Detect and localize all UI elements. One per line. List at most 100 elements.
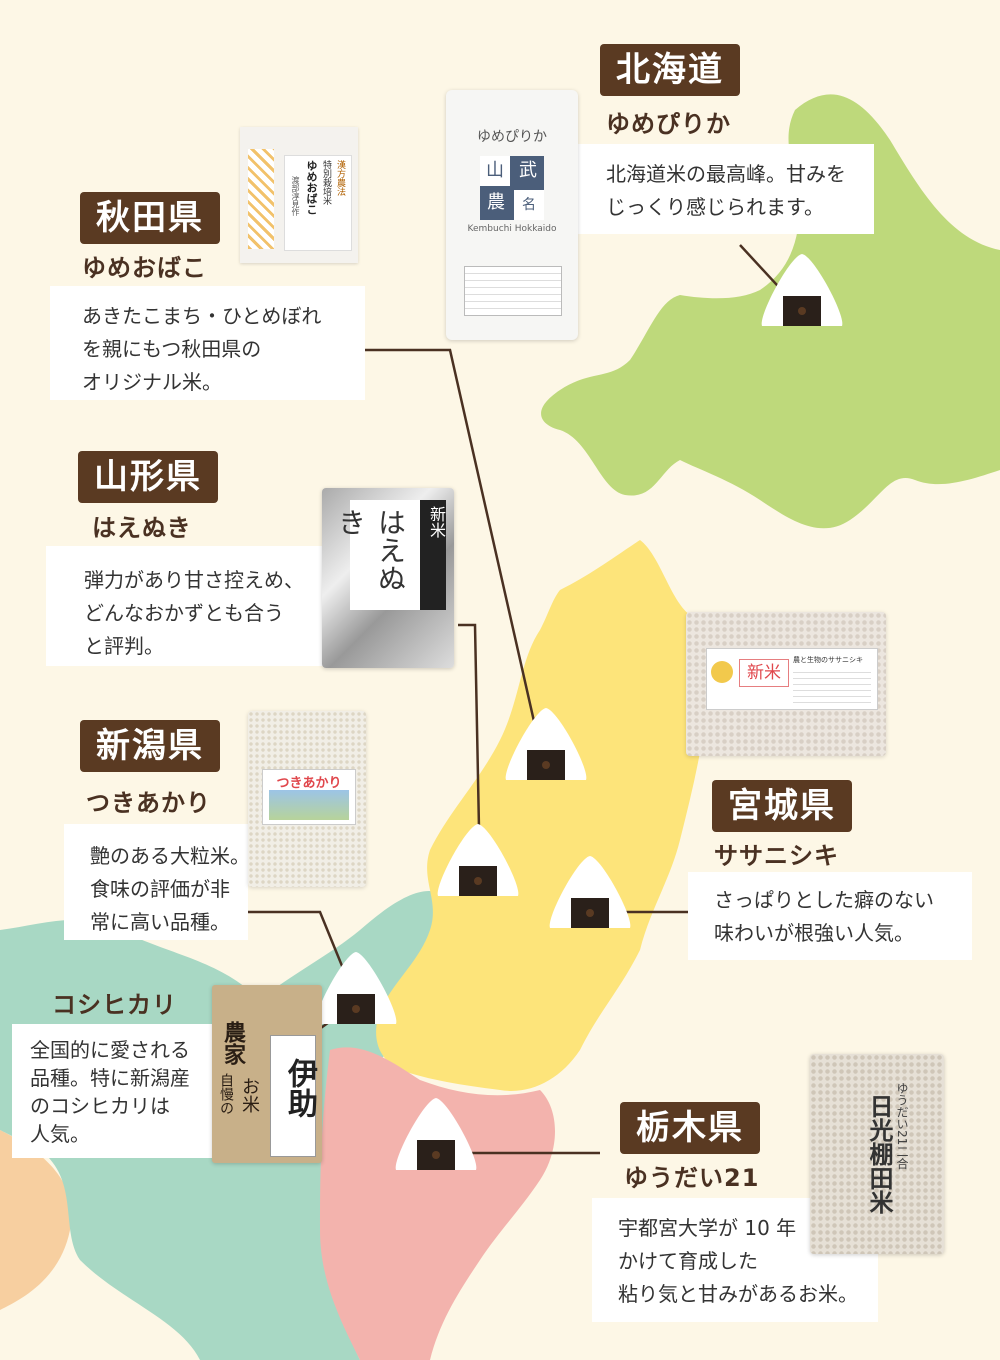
koshihikari-rice-package: 農家 自慢の お米 伊助: [212, 985, 322, 1163]
tochigi-description-line: 宇都宮大学が 10 年: [618, 1216, 797, 1240]
yamagata-rice-package: はえぬき 新米: [322, 488, 454, 668]
miyagi-prefecture-label: 宮城県: [712, 780, 852, 832]
kanto-region: [320, 1047, 555, 1360]
niigata-rice-package: つきあかり: [248, 711, 366, 887]
connector-dot: [542, 761, 550, 769]
tochigi-variety-label: ゆうだい21: [624, 1164, 760, 1192]
yamagata-description: 弾力があり甘さ控えめ、 どんなおかずとも合う と評判。: [46, 546, 326, 666]
tochigi-description-line: 粘り気と甘みがあるお米。: [618, 1282, 858, 1306]
yamagata-package-band: 新米: [420, 500, 446, 610]
koshihikari-description: 全国的に愛される 品種。特に新潟産 のコシヒカリは 人気。: [12, 1024, 218, 1158]
niigata-description: 艶のある大粒米。 食味の評価が非 常に高い品種。: [64, 824, 250, 940]
tochigi-prefecture-label: 栃木県: [620, 1102, 760, 1154]
akita-rice-package: 漢方農法 特別栽培米 ゆめおばこ 渡部淳見作: [240, 127, 358, 263]
onigiri-marker-miyagi: [549, 856, 631, 928]
yamagata-package-label: はえぬき: [334, 500, 420, 610]
hokkaido-prefecture-label: 北海道: [600, 44, 740, 96]
hokkaido-description-line: じっくり感じられます。: [606, 195, 824, 219]
yamagata-prefecture-label: 山形県: [78, 451, 218, 503]
onigiri-rice: [437, 824, 519, 896]
niigata-prefecture-label: 新潟県: [80, 720, 220, 772]
niigata-variety-label: つきあかり: [86, 789, 211, 817]
koshihikari-description-line: 人気。: [30, 1122, 90, 1146]
connector-dot: [474, 877, 482, 885]
package-text: 農家: [220, 1021, 245, 1065]
package-logo: [711, 661, 733, 683]
package-text: つきあかり: [276, 776, 342, 791]
onigiri-marker-akita: [505, 708, 587, 780]
hokkaido-description-line: 北海道米の最高峰。甘みを: [606, 162, 846, 186]
package-info-table: [793, 667, 871, 703]
connector-dot: [586, 909, 594, 917]
tochigi-description: 宇都宮大学が 10 年 かけて育成した 粘り気と甘みがあるお米。: [592, 1198, 878, 1322]
koshihikari-description-line: 品種。特に新潟産: [30, 1066, 190, 1090]
tohoku-region: [376, 540, 707, 1091]
onigiri-rice: [549, 856, 631, 928]
yamagata-description-line: どんなおかずとも合う: [84, 601, 284, 625]
onigiri-marker-yamagata: [437, 824, 519, 896]
asanoha-pattern: [248, 149, 274, 249]
package-text: ゆめおばこ: [305, 160, 318, 215]
package-text: 伊助: [282, 1058, 317, 1118]
akita-prefecture-label: 秋田県: [80, 192, 220, 244]
niigata-description-line: 食味の評価が非: [90, 877, 230, 901]
miyagi-description-line: さっぱりとした癖のない: [714, 888, 934, 912]
koshihikari-description-line: のコシヒカリは: [30, 1094, 170, 1118]
miyagi-variety-label: ササニシキ: [714, 842, 839, 870]
package-text: 山: [480, 156, 512, 188]
onigiri-rice: [505, 708, 587, 780]
akita-description-line: あきたこまち・ひとめぼれ: [82, 304, 322, 328]
onigiri-rice: [395, 1098, 477, 1170]
package-text: 新米: [739, 659, 789, 687]
package-text: 自慢の: [218, 1073, 234, 1115]
package-text: 農と生物のササニシキ: [793, 656, 863, 664]
miyagi-package-label: 新米 農と生物のササニシキ: [706, 648, 878, 710]
onigiri-rice: [315, 952, 397, 1024]
package-emblem: 山 武 農 名: [480, 156, 544, 220]
package-text: ゆうだい21二合: [895, 1082, 909, 1170]
package-text: 渡部淳見作: [291, 176, 300, 216]
package-text: 名: [512, 188, 544, 220]
akita-description: あきたこまち・ひとめぼれ を親にもつ秋田県の オリジナル米。: [50, 286, 365, 400]
hokkaido-rice-package: ゆめぴりか 山 武 農 名 Kembuchi Hokkaido: [446, 90, 578, 340]
package-text: 農: [480, 188, 512, 220]
package-info-table: [464, 266, 562, 316]
akita-description-line: オリジナル米。: [82, 370, 222, 394]
akita-package-label: 漢方農法 特別栽培米 ゆめおばこ 渡部淳見作: [284, 155, 352, 251]
koshihikari-package-label: 伊助: [270, 1035, 317, 1157]
package-text: 武: [512, 156, 544, 188]
miyagi-description: さっぱりとした癖のない 味わいが根強い人気。: [688, 872, 972, 960]
connector-dot: [432, 1151, 440, 1159]
package-text: ゆめぴりか: [477, 129, 547, 145]
package-text: 日光棚田米: [865, 1094, 893, 1214]
koshihikari-description-line: 全国的に愛される: [30, 1038, 190, 1062]
miyagi-description-line: 味わいが根強い人気。: [714, 921, 914, 945]
yamagata-variety-label: はえぬき: [92, 514, 192, 542]
koshihikari-variety-label: コシヒカリ: [52, 991, 177, 1019]
package-text: お米: [239, 1077, 260, 1113]
tochigi-description-line: かけて育成した: [618, 1249, 758, 1273]
connector-akita: [365, 348, 547, 771]
connector-yamagata: [458, 623, 482, 881]
hokkaido-description: 北海道米の最高峰。甘みを じっくり感じられます。: [578, 144, 874, 234]
hokkaido-variety-label: ゆめぴりか: [606, 110, 731, 138]
niigata-description-line: 艶のある大粒米。: [90, 844, 250, 868]
yamagata-description-line: と評判。: [84, 634, 164, 658]
niigata-package-label: つきあかり: [262, 769, 356, 825]
yamagata-description-line: 弾力があり甘さ控えめ、: [84, 568, 304, 592]
akita-description-line: を親にもつ秋田県の: [82, 337, 262, 361]
package-text: 新米: [427, 506, 446, 538]
akita-variety-label: ゆめおばこ: [82, 254, 207, 282]
connector-dot: [352, 1005, 360, 1013]
package-photo: [269, 790, 349, 820]
package-text: 漢方農法: [335, 160, 345, 196]
onigiri-marker-niigata: [315, 952, 397, 1024]
onigiri-marker-hokkaido: [761, 254, 843, 326]
tochigi-rice-package: 日光棚田米 ゆうだい21二合: [810, 1054, 944, 1254]
west-japan-region: [0, 1130, 72, 1310]
onigiri-rice: [761, 254, 843, 326]
connector-dot: [798, 307, 806, 315]
package-text: 特別栽培米: [321, 160, 331, 205]
